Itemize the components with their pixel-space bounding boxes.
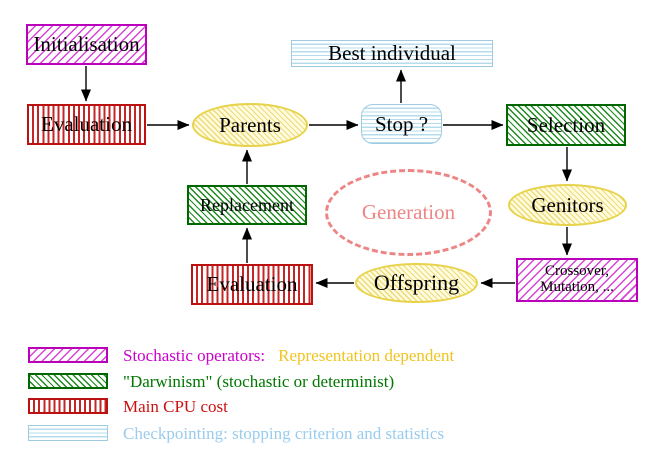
legend-label-checkpointing: Checkpointing: stopping criterion and st…	[123, 424, 445, 443]
legend-label-representation-dependent: Representation dependent	[278, 346, 455, 365]
node-initialisation-label: Initialisation	[33, 32, 140, 57]
node-initialisation: Initialisation	[26, 24, 147, 65]
node-evaluation-bottom-label: Evaluation	[206, 272, 298, 297]
node-evaluation-bottom: Evaluation	[191, 264, 313, 305]
node-stop-label: Stop ?	[374, 111, 429, 136]
legend-label-stochastic-operators: Stochastic operators:	[123, 346, 266, 365]
node-replacement: Replacement	[187, 185, 307, 225]
node-crossover-mutation: Crossover, Mutation, ...	[516, 258, 638, 302]
node-selection: Selection	[506, 104, 626, 146]
legend-swatch-darwinism	[28, 373, 108, 389]
node-genitors-label: Genitors	[531, 192, 604, 217]
node-crossover-label-line1: Crossover,	[545, 263, 609, 280]
node-evaluation-top: Evaluation	[27, 104, 146, 145]
legend-swatch-checkpointing	[28, 425, 108, 441]
node-offspring-label: Offspring	[373, 270, 460, 296]
legend-text-main-cpu-cost: Main CPU cost	[123, 397, 228, 417]
node-selection-label: Selection	[526, 112, 606, 137]
legend-swatch-main-cpu-cost	[28, 398, 108, 414]
node-parents-label: Parents	[219, 112, 281, 137]
legend-swatch-stochastic-operators	[28, 347, 108, 363]
node-best-individual-label: Best individual	[328, 41, 456, 66]
legend-label-main-cpu-cost: Main CPU cost	[123, 397, 228, 416]
node-offspring: Offspring	[355, 263, 478, 303]
legend-text-stochastic-operators: Stochastic operators: Representation depe…	[123, 346, 454, 366]
node-generation-cycle: Generation	[325, 169, 492, 256]
node-genitors: Genitors	[508, 184, 627, 226]
legend-text-darwinism: "Darwinism" (stochastic or determinist)	[123, 372, 394, 392]
node-parents: Parents	[192, 103, 308, 147]
node-evaluation-top-label: Evaluation	[41, 112, 132, 137]
node-crossover-label-line2: Mutation, ...	[540, 279, 614, 295]
legend-text-checkpointing: Checkpointing: stopping criterion and st…	[123, 424, 444, 444]
node-best-individual: Best individual	[291, 40, 493, 67]
node-generation-label: Generation	[361, 200, 456, 225]
node-stop: Stop ?	[361, 104, 442, 144]
node-replacement-label: Replacement	[200, 194, 294, 215]
legend-label-darwinism: "Darwinism" (stochastic or determinist)	[123, 372, 395, 391]
